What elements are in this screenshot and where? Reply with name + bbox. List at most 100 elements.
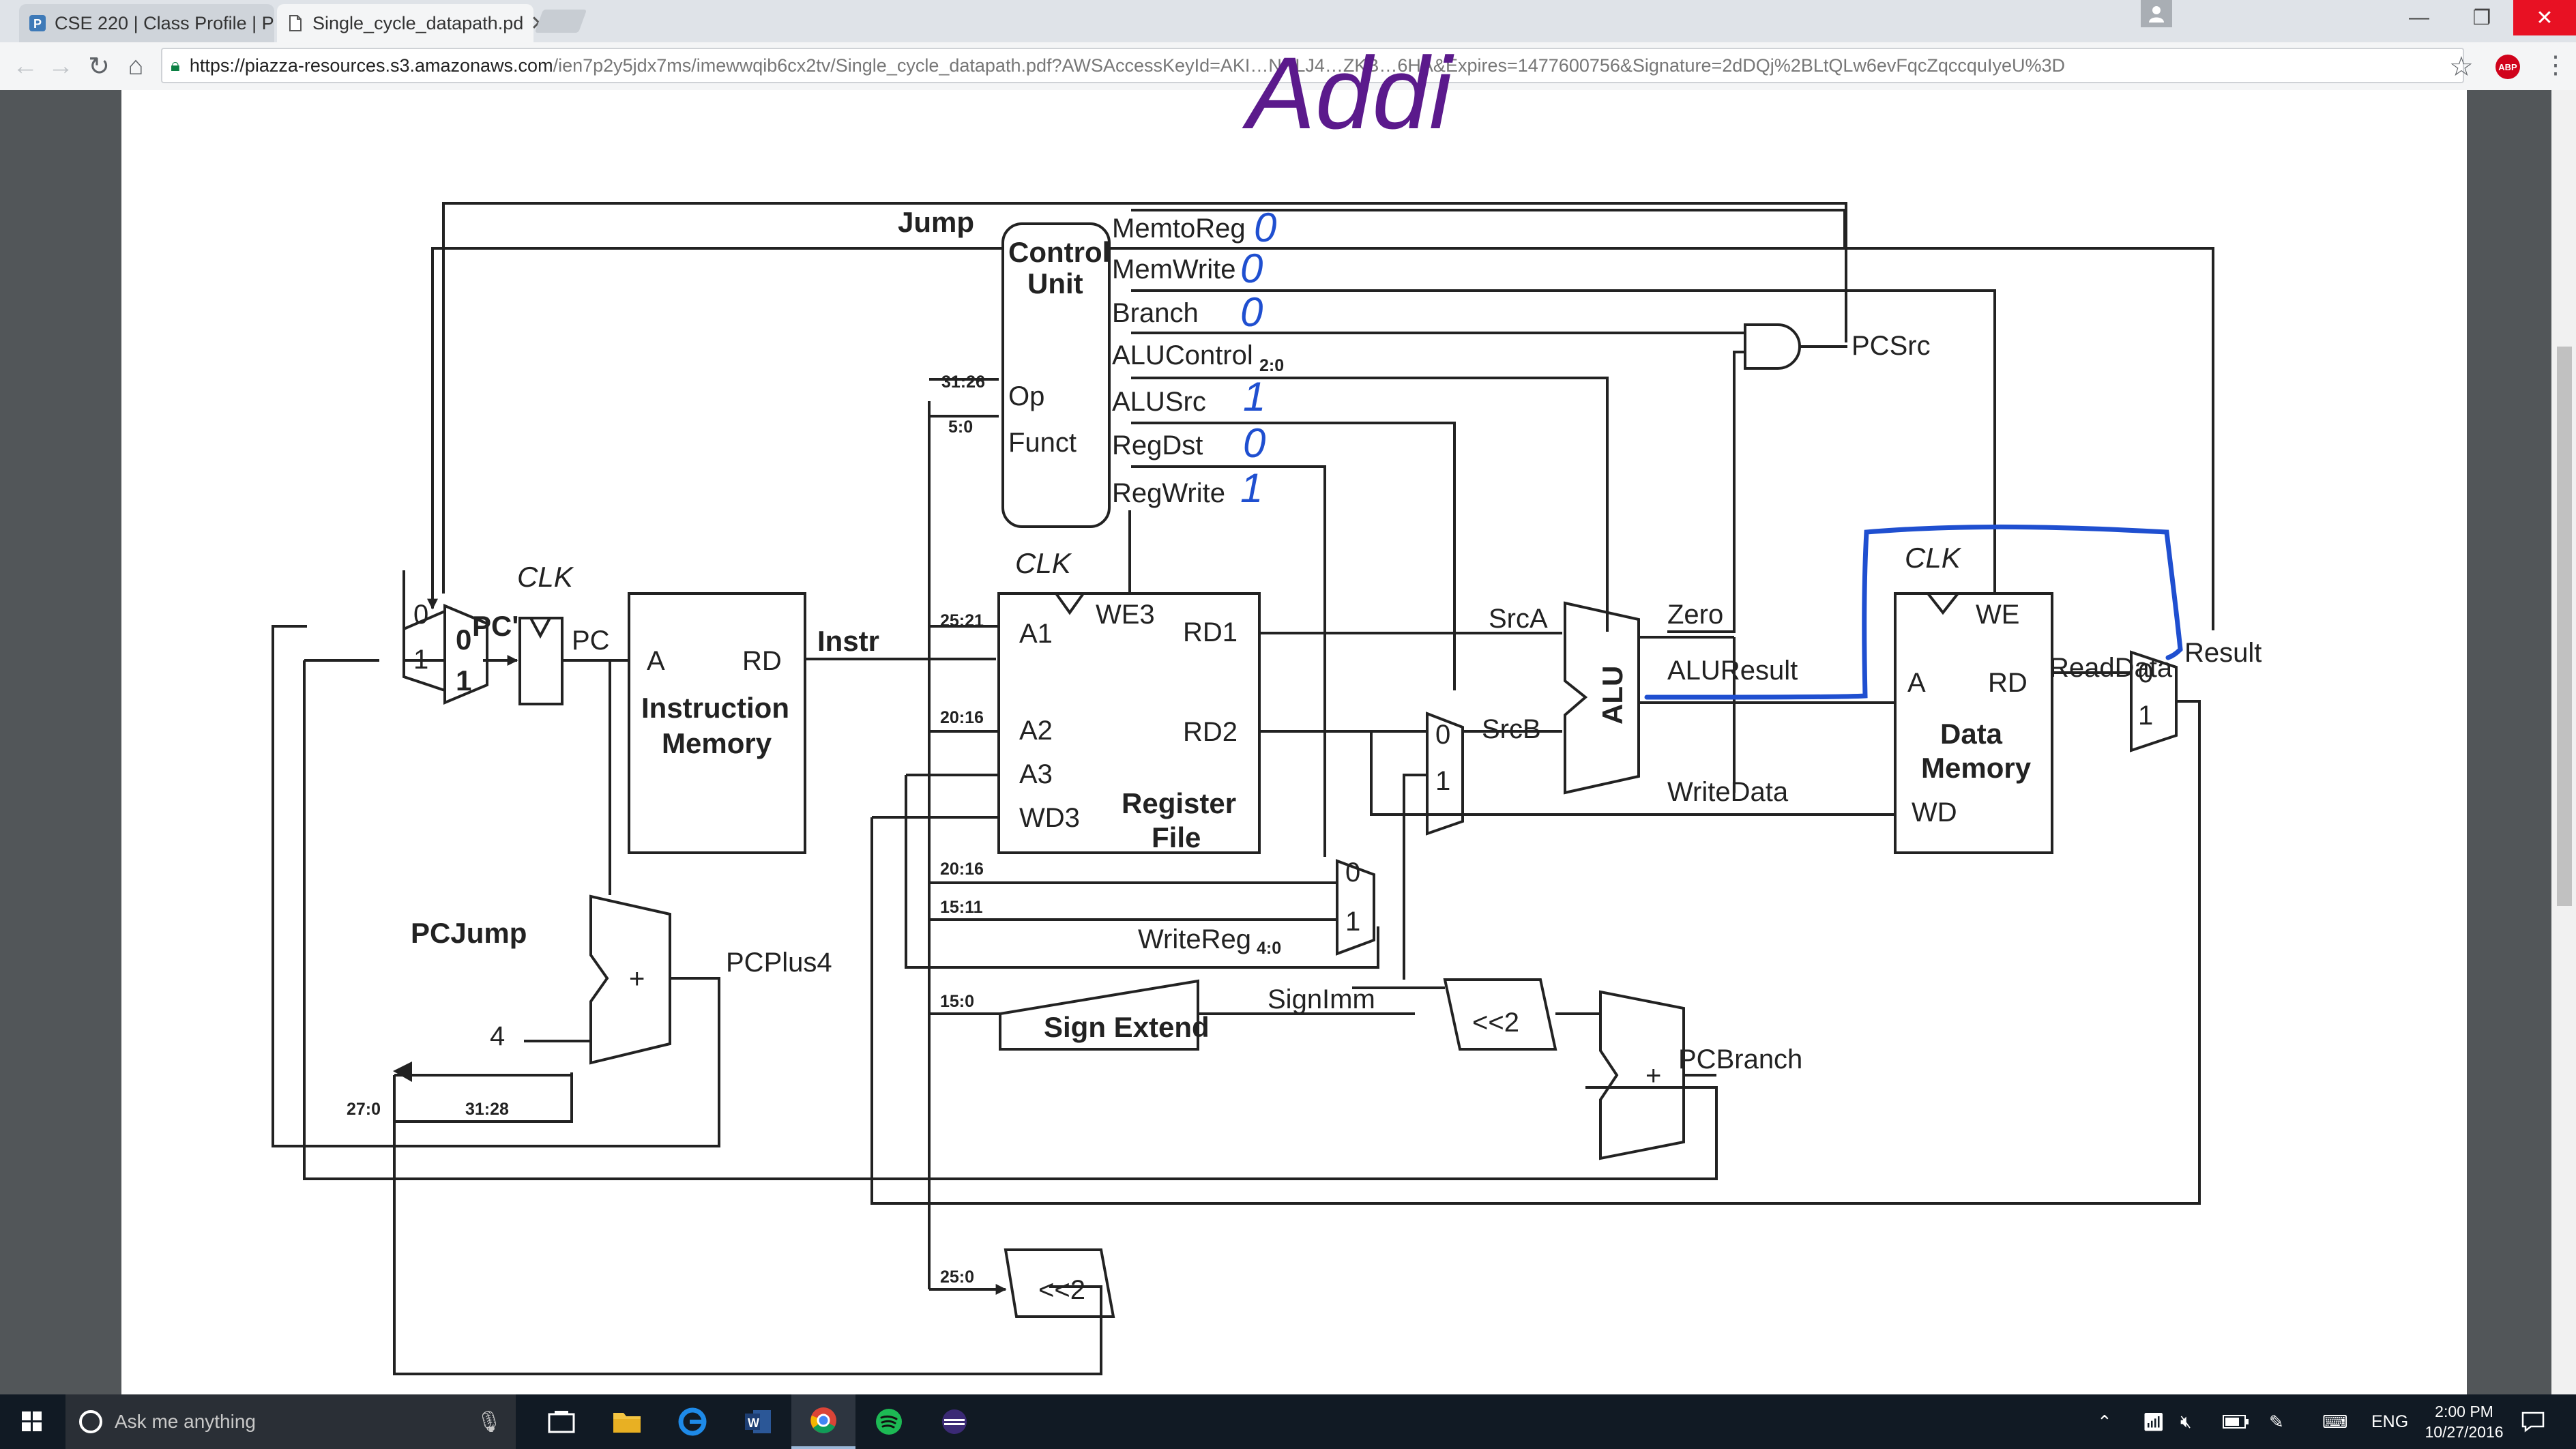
control-unit-title-2: Unit	[1027, 267, 1083, 299]
shift-branch-label: <<2	[1472, 1008, 1519, 1038]
network-icon[interactable]: 📶︎	[2142, 1411, 2165, 1432]
aluresult-label: ALUResult	[1667, 656, 1798, 686]
field-5-0: 5:0	[948, 418, 973, 437]
sign-extend-label: Sign Extend	[1044, 1011, 1210, 1043]
action-center-icon[interactable]	[2521, 1394, 2545, 1449]
word-button[interactable]: W	[726, 1394, 790, 1449]
reload-button[interactable]: ↻	[82, 49, 116, 83]
tab-class-profile[interactable]: P CSE 220 | Class Profile | P ✕	[19, 4, 298, 42]
mux-pcsrc-1: 1	[456, 664, 471, 697]
alusrc-label: ALUSrc	[1112, 387, 1206, 417]
home-button[interactable]: ⌂	[119, 49, 153, 83]
clock-date: 10/27/2016	[2425, 1423, 2504, 1441]
file-explorer-button[interactable]	[595, 1394, 659, 1449]
windows-logo-icon	[22, 1411, 42, 1431]
regwrite-label: RegWrite	[1112, 478, 1225, 508]
microphone-icon[interactable]: 🎙︎	[475, 1410, 502, 1433]
person-icon	[2149, 6, 2164, 23]
imem-a-label: A	[647, 646, 665, 676]
clk-label-pc: CLK	[517, 561, 574, 593]
search-placeholder: Ask me anything	[115, 1411, 256, 1432]
back-arrow-icon: ←	[12, 51, 38, 80]
chrome-button[interactable]	[791, 1394, 855, 1449]
language-indicator[interactable]: ENG	[2371, 1411, 2409, 1431]
mux-result-1: 1	[2138, 701, 2153, 731]
clk-label-datamem: CLK	[1905, 542, 1962, 574]
bookmark-star-icon[interactable]: ☆	[2449, 52, 2474, 82]
eclipse-button[interactable]	[922, 1394, 986, 1449]
mux-srcb-0: 0	[1435, 720, 1450, 750]
start-button[interactable]	[0, 1394, 64, 1449]
dmem-title-1: Data	[1940, 718, 2003, 750]
tab-title: Single_cycle_datapath.pd	[312, 12, 524, 33]
cortana-icon	[79, 1410, 102, 1433]
back-button[interactable]: ←	[8, 49, 42, 83]
field-31-28: 31:28	[465, 1100, 509, 1119]
pdf-page: Control Unit Op Funct MemtoReg MemWrite …	[121, 35, 2467, 1394]
search-box[interactable]: Ask me anything 🎙︎	[65, 1394, 516, 1449]
handwritten-title: Addi	[1242, 35, 1454, 150]
tab-pdf[interactable]: Single_cycle_datapath.pd ✕	[277, 4, 547, 42]
mux-jump-0: 0	[413, 600, 428, 630]
minimize-icon: —	[2409, 6, 2429, 29]
volume-muted-icon[interactable]: 🔇︎	[2180, 1411, 2192, 1431]
menu-icon[interactable]: ⋮	[2543, 50, 2568, 78]
rd1-label: RD1	[1183, 617, 1238, 647]
field-20-16-a: 20:16	[940, 708, 984, 727]
pen-icon[interactable]: ✎	[2269, 1411, 2284, 1432]
forward-arrow-icon: →	[48, 51, 74, 80]
srca-label: SrcA	[1489, 604, 1548, 634]
scrollbar-thumb[interactable]	[2557, 347, 2572, 906]
op-label: Op	[1008, 381, 1044, 411]
instr-label: Instr	[817, 625, 879, 657]
srcb-label: SrcB	[1482, 714, 1541, 744]
pc-label: PC	[572, 626, 610, 656]
annot-branch: 0	[1240, 289, 1263, 335]
adblock-icon[interactable]: ABP	[2496, 55, 2520, 79]
mux-srcb-1: 1	[1435, 766, 1450, 796]
taskbar: Ask me anything 🎙︎ W ⌃ 📶︎ 🔇︎ ✎ ⌨ ENG 2:0…	[0, 1394, 2576, 1449]
profile-button[interactable]	[2141, 0, 2172, 27]
result-label: Result	[2184, 638, 2262, 668]
memwrite-label: MemWrite	[1112, 254, 1235, 284]
imem-title-1: Instruction	[641, 692, 789, 724]
dmem-we-label: WE	[1976, 600, 2019, 630]
battery-icon[interactable]	[2223, 1394, 2250, 1449]
edge-icon	[678, 1407, 707, 1436]
restore-button[interactable]: ❐	[2450, 0, 2513, 35]
piazza-icon: P	[29, 15, 46, 31]
task-view-button[interactable]	[529, 1394, 594, 1449]
field-15-0: 15:0	[940, 992, 974, 1011]
spotify-button[interactable]	[857, 1394, 921, 1449]
annot-alusrc: 1	[1243, 374, 1265, 420]
highlight-path	[1644, 524, 2183, 700]
minimize-button[interactable]: —	[2388, 0, 2450, 35]
we3-label: WE3	[1096, 600, 1155, 630]
field-27-0: 27:0	[347, 1100, 381, 1119]
field-15-11: 15:11	[940, 898, 983, 917]
keyboard-icon[interactable]: ⌨	[2322, 1411, 2348, 1432]
alu-label: ALU	[1596, 666, 1628, 724]
rd2-label: RD2	[1183, 717, 1238, 747]
mux-jump-1: 1	[413, 645, 428, 675]
field-25-21: 25:21	[940, 611, 984, 630]
new-tab-button[interactable]	[534, 10, 587, 33]
tray-expand-icon[interactable]: ⌃	[2097, 1411, 2112, 1432]
writedata-label: WriteData	[1667, 777, 1789, 807]
toolbar: ← → ↻ ⌂ 🔒︎ https://piazza-resources.s3.a…	[0, 42, 2576, 91]
svg-text:P: P	[33, 17, 42, 31]
address-bar[interactable]: 🔒︎ https://piazza-resources.s3.amazonaws…	[161, 48, 2464, 83]
edge-button[interactable]	[660, 1394, 724, 1449]
clock[interactable]: 2:00 PM 10/27/2016	[2423, 1401, 2505, 1442]
close-window-button[interactable]: ✕	[2513, 0, 2576, 35]
adder-pcbranch-plus: +	[1645, 1061, 1661, 1091]
word-icon: W	[745, 1410, 771, 1433]
alucontrol-subscript: 2:0	[1259, 356, 1284, 375]
dmem-title-2: Memory	[1921, 752, 2032, 784]
pcsrc-label: PCSrc	[1852, 331, 1931, 361]
forward-button[interactable]: →	[44, 49, 78, 83]
svg-text:W: W	[748, 1416, 759, 1430]
regfile-title-2: File	[1152, 821, 1201, 853]
shift-jump-label: <<2	[1038, 1275, 1085, 1305]
reload-icon: ↻	[88, 52, 110, 81]
